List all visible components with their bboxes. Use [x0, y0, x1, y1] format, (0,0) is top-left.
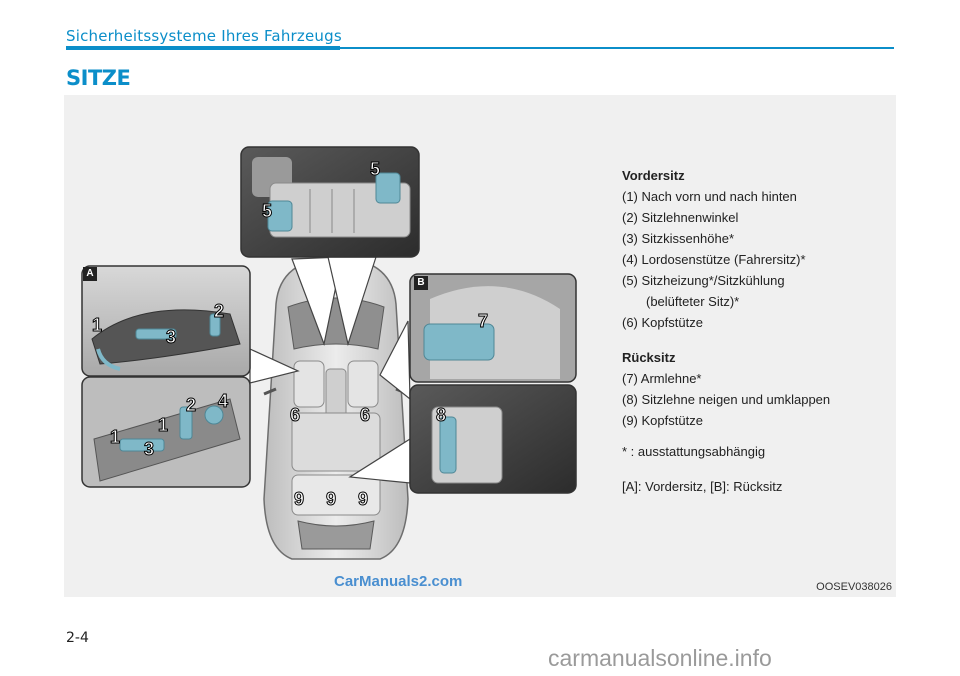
callout-car-9-left: 9 [293, 489, 305, 510]
callout-car-9-center: 9 [325, 489, 337, 510]
seat-illustration [81, 146, 577, 560]
legend-rear-item: (9) Kopfstütze [622, 413, 703, 428]
callout-car-6-left: 6 [289, 405, 301, 426]
inset-b-bottom [409, 384, 577, 494]
legend-key: [A]: Vordersitz, [B]: Rücksitz [622, 479, 783, 494]
inset-a-top [81, 265, 251, 377]
callout-car-6-right: 6 [359, 405, 371, 426]
inset-console [240, 146, 420, 258]
callout-car-9-right: 9 [357, 489, 369, 510]
legend-front-heading: Vordersitz [622, 168, 685, 183]
callout-b-bottom-8: 8 [435, 405, 447, 426]
header-rule-thin [340, 47, 894, 49]
callout-console-5-right: 5 [369, 159, 381, 180]
callout-a-bottom-1: 1 [109, 427, 121, 448]
figure-code: OOSEV038026 [816, 581, 892, 593]
callout-b-top-7: 7 [477, 311, 489, 332]
inset-a-bottom [81, 376, 251, 488]
legend-rear-item: (7) Armlehne* [622, 371, 702, 386]
legend-front-item: (5) Sitzheizung*/Sitzkühlung [622, 273, 785, 288]
inset-b-top [409, 273, 577, 383]
legend-front-item: (1) Nach vorn und nach hinten [622, 189, 797, 204]
legend-front-item: (4) Lordosenstütze (Fahrersitz)* [622, 252, 806, 267]
callout-a-top-1: 1 [91, 315, 103, 336]
legend-rear-heading: Rücksitz [622, 350, 676, 365]
callout-a-top-3: 3 [165, 327, 177, 348]
seat-figure: A B 1 2 3 1 2 3 4 1 5 5 7 8 6 6 9 9 9 Ca… [64, 95, 896, 597]
view-a-label: A [83, 267, 97, 281]
legend-front-item: (2) Sitzlehnenwinkel [622, 210, 739, 225]
figure-watermark: CarManuals2.com [334, 573, 463, 590]
legend-front-item: (3) Sitzkissenhöhe* [622, 231, 734, 246]
site-watermark: carmanualsonline.info [548, 645, 772, 671]
page-number: 2-4 [66, 630, 89, 646]
callout-a-bottom-3: 3 [143, 439, 155, 460]
header-rule-thick [66, 46, 340, 50]
callout-a-top-2: 2 [213, 301, 225, 322]
legend-rear-item: (8) Sitzlehne neigen und umklappen [622, 392, 831, 407]
legend-front-item-cont: (belüfteter Sitz)* [646, 294, 740, 309]
callout-a-bottom-2: 2 [185, 395, 197, 416]
callout-a-bottom-4: 4 [217, 391, 229, 412]
car-top-view [263, 256, 409, 560]
callout-a-bottom-1b: 1 [157, 415, 169, 436]
running-header: Sicherheitssysteme Ihres Fahrzeugs [66, 27, 342, 45]
legend-front-item: (6) Kopfstütze [622, 315, 703, 330]
view-b-label: B [414, 276, 428, 290]
legend-panel: Vordersitz (1) Nach vorn und nach hinten… [622, 165, 892, 497]
section-title: SITZE [66, 66, 131, 90]
legend-note: * : ausstattungsabhängig [622, 444, 766, 459]
callout-console-5-left: 5 [261, 201, 273, 222]
